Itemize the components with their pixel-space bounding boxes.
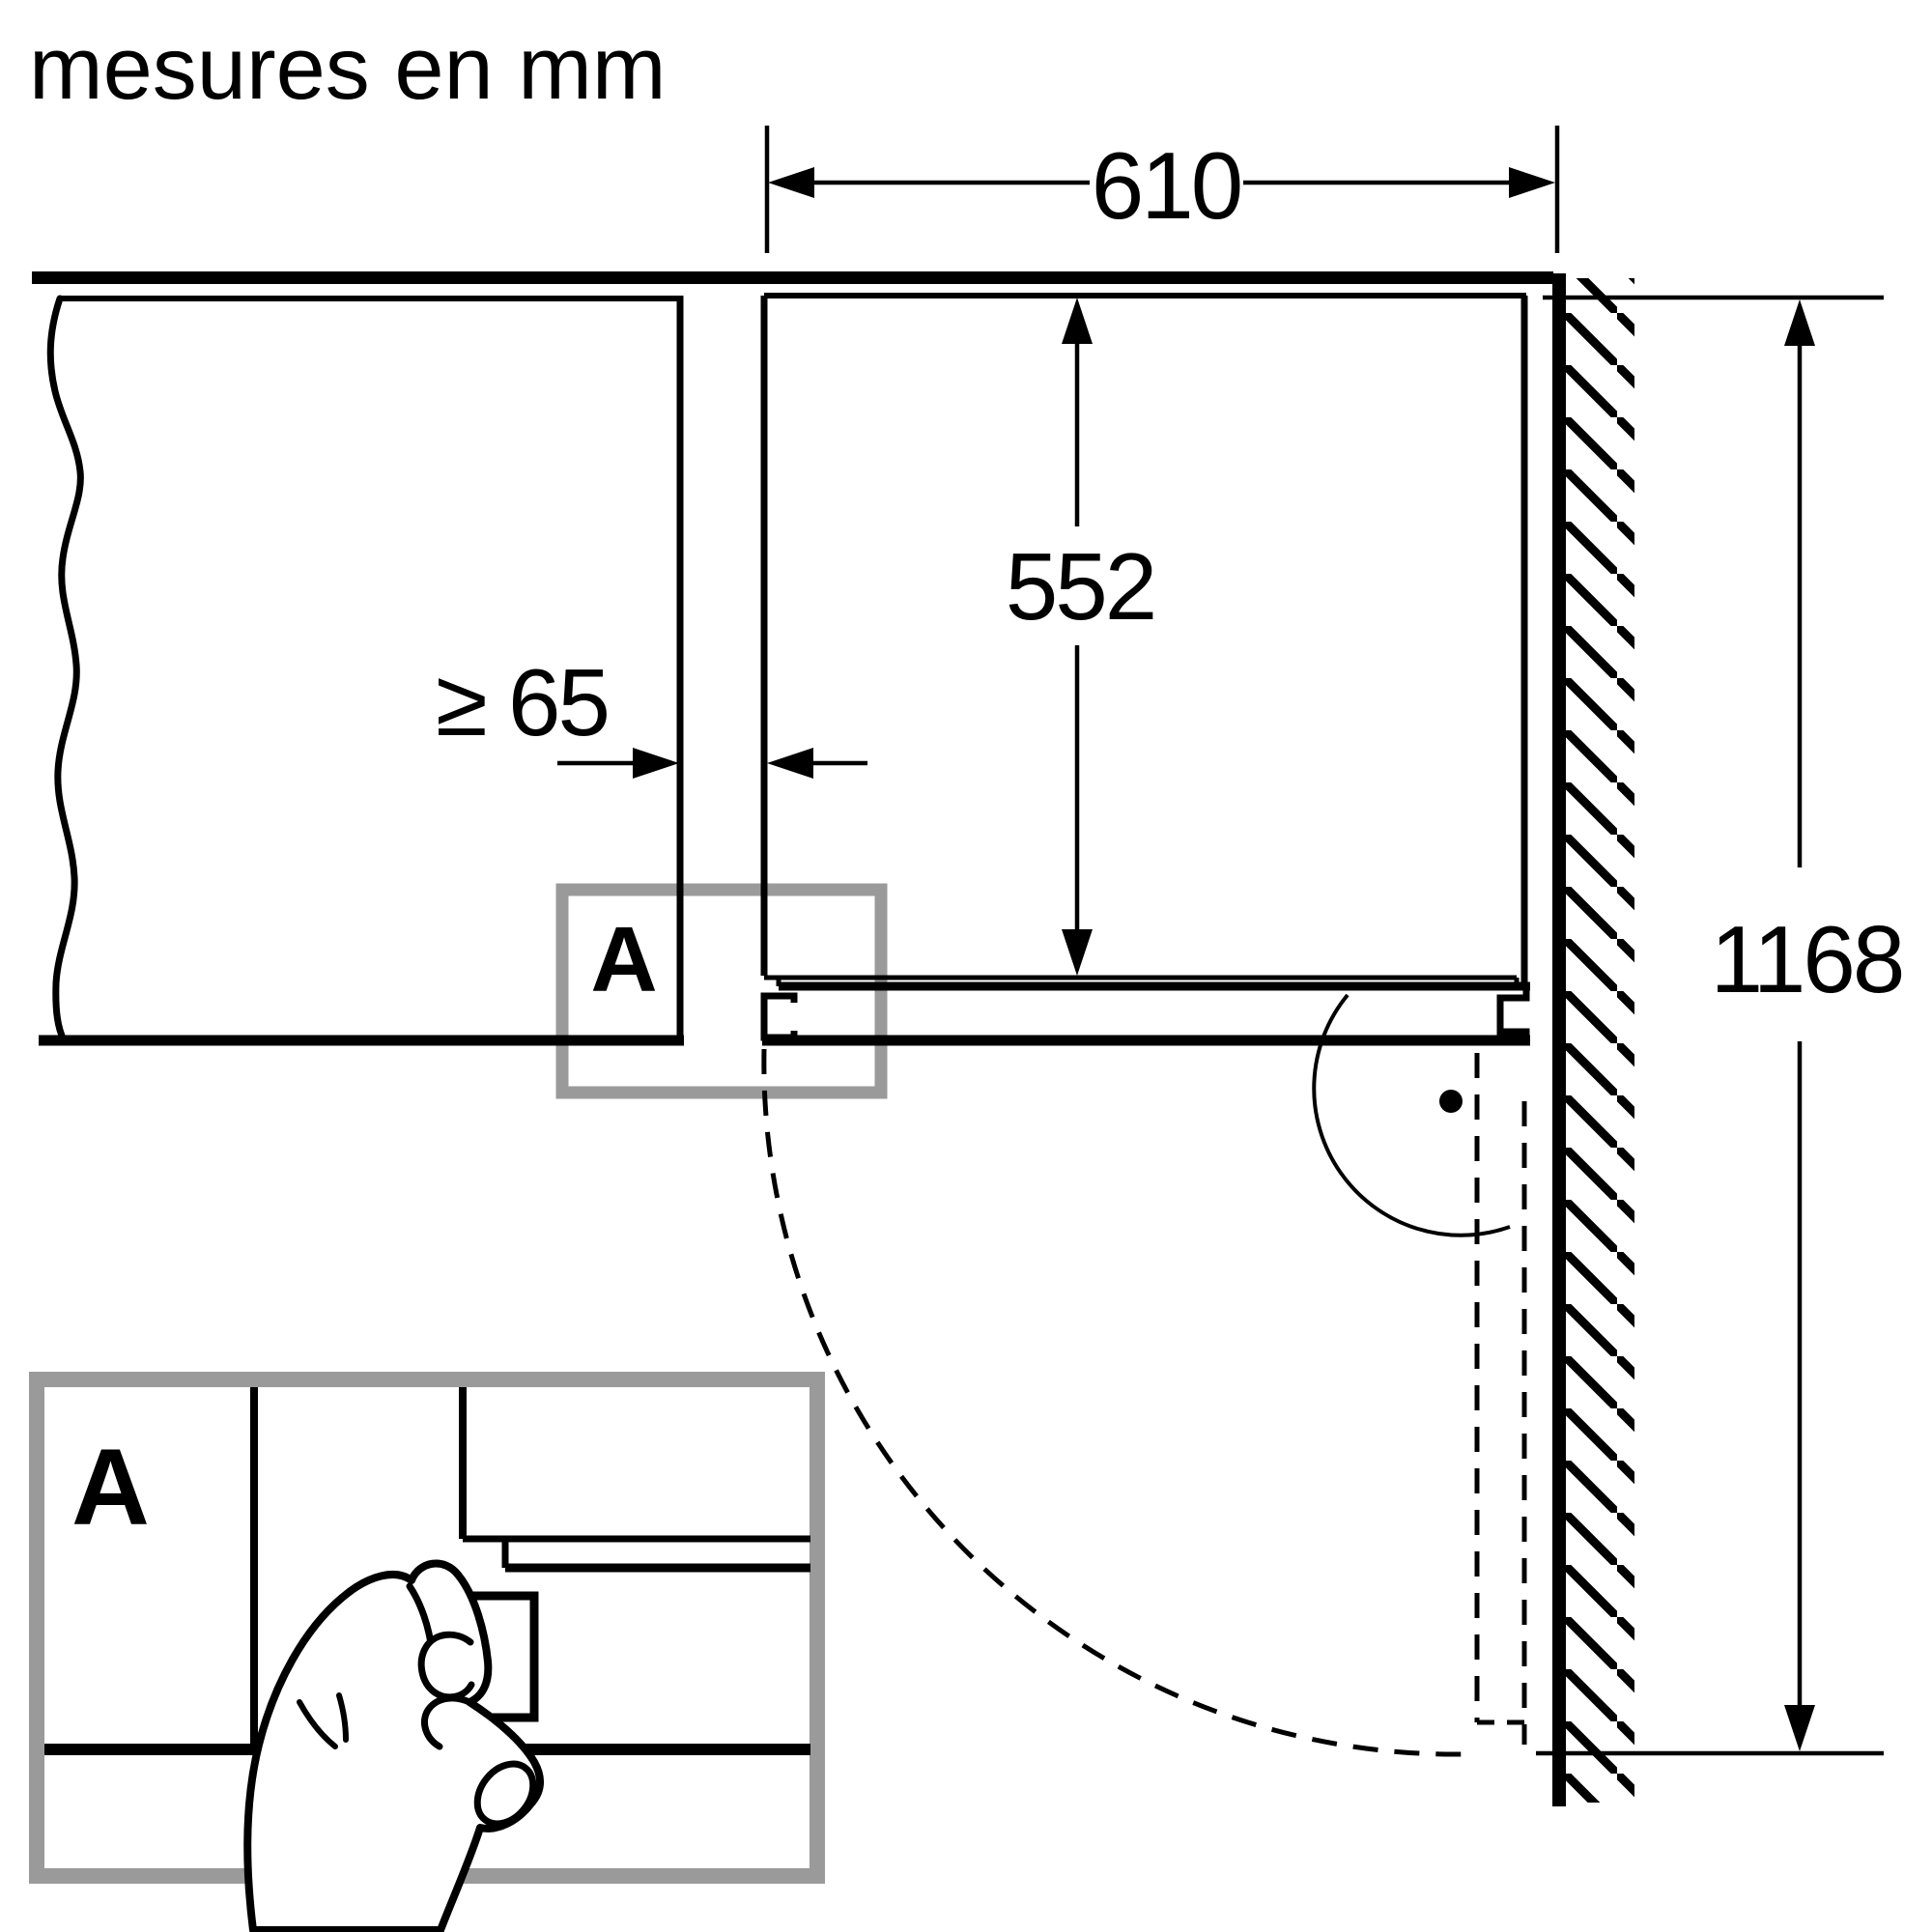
dimension-1168 <box>1536 295 1884 1756</box>
door-swing-arc-dashed <box>761 1048 1463 1757</box>
dimension-65 <box>557 748 867 779</box>
arrowhead-down-icon <box>1062 929 1093 976</box>
dimension-552 <box>1062 298 1093 976</box>
cabinet-broken-edge <box>46 295 84 1044</box>
detail-a-label: A <box>71 1427 150 1548</box>
arrowhead-left-icon <box>767 748 813 779</box>
dim-552-label: 552 <box>1006 533 1155 639</box>
hand-illustration <box>243 1559 545 1932</box>
callout-box-a <box>555 883 888 1099</box>
palm-crease <box>336 1692 349 1743</box>
arrowhead-up-icon <box>1784 299 1815 346</box>
closed-door-dashed-outline <box>1474 1053 1527 1745</box>
dimension-610 <box>764 126 1560 253</box>
curled-finger <box>421 1694 473 1750</box>
open-door <box>760 981 1530 1046</box>
arrowhead-up-icon <box>1062 298 1093 344</box>
curled-finger <box>417 1631 475 1701</box>
door-trim-left <box>760 992 798 1041</box>
dim-610-label: 610 <box>1092 132 1241 239</box>
wall-hatching <box>1566 278 1634 1803</box>
wall <box>1552 273 1634 1806</box>
door-trim-right <box>1496 986 1530 1040</box>
hinge-swing-arc <box>1312 993 1511 1237</box>
diagram-title: mesures en mm <box>29 19 667 118</box>
dim-65-label: ≥ 65 <box>436 649 608 755</box>
arrowhead-down-icon <box>1784 1705 1815 1751</box>
arrowhead-right-icon <box>633 748 679 779</box>
arrowhead-right-icon <box>1509 167 1555 198</box>
arrowhead-left-icon <box>768 167 814 198</box>
hinge-pivot-dot <box>1439 1090 1463 1113</box>
callout-a-label: A <box>590 908 657 1011</box>
countertop <box>32 271 1553 284</box>
appliance-niche <box>760 293 1528 986</box>
thumb-nail <box>473 1760 537 1828</box>
dim-1168-label: 1168 <box>1711 906 1903 1012</box>
palm-crease <box>297 1699 338 1749</box>
left-cabinet <box>39 295 684 1046</box>
